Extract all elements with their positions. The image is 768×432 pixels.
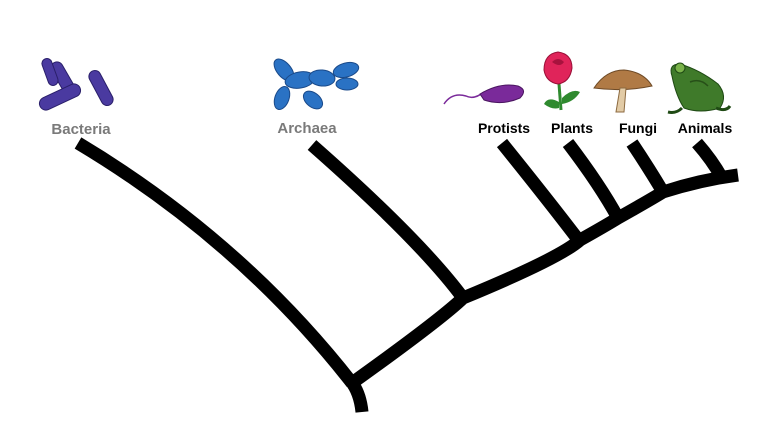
- protist-flagellate-icon: [443, 84, 524, 105]
- bacteria-branch: [74, 137, 358, 388]
- taxon-label-animals: Animals: [678, 120, 733, 136]
- plants-branch: [562, 139, 624, 222]
- tree-branches: [74, 137, 739, 413]
- animals-branch: [692, 138, 728, 182]
- protists-branch: [496, 138, 586, 246]
- archaea-cells-icon: [273, 58, 360, 111]
- taxon-label-fungi: Fungi: [619, 120, 657, 136]
- rod-bacteria-icon: [38, 58, 114, 111]
- fungi-branch: [626, 139, 669, 196]
- frog-icon: [667, 62, 732, 114]
- taxon-label-archaea: Archaea: [277, 120, 337, 137]
- archaea-branch: [307, 140, 469, 302]
- rose-icon: [543, 51, 580, 111]
- taxon-label-protists: Protists: [478, 120, 530, 136]
- taxon-label-bacteria: Bacteria: [51, 121, 111, 138]
- mushroom-icon: [593, 69, 653, 113]
- taxon-label-plants: Plants: [551, 120, 593, 136]
